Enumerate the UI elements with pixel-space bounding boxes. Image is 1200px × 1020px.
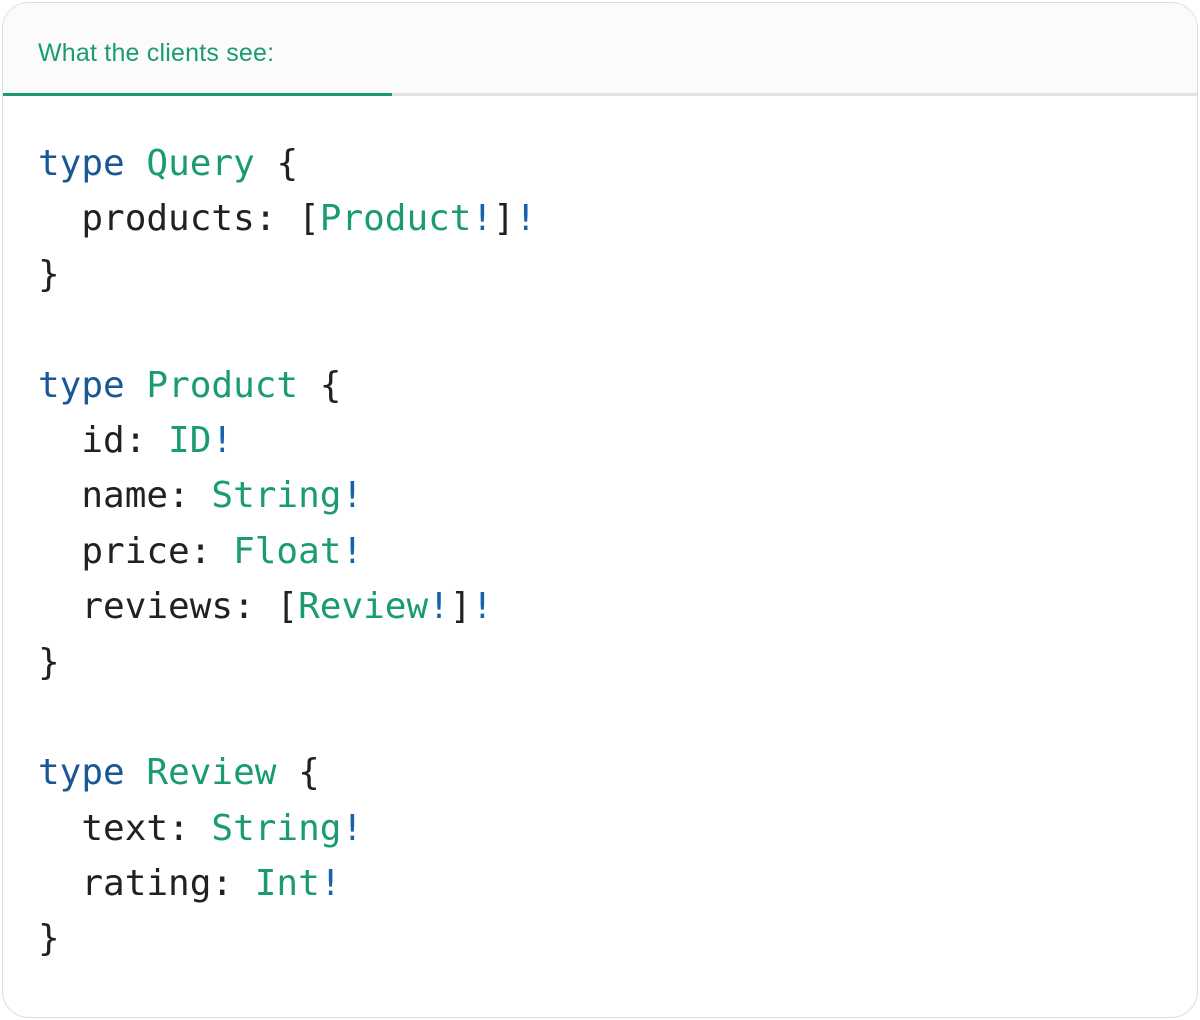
tab-bar: What the clients see: (3, 3, 1197, 96)
code-line: type Product { (38, 364, 342, 406)
code-line: } (38, 253, 60, 295)
code-block: type Query { products: [Product!]!} type… (3, 96, 1197, 1007)
code-line: products: [Product!]! (38, 198, 537, 240)
code-line: id: ID! (38, 419, 234, 461)
code-line: type Review { (38, 752, 320, 794)
code-line: text: String! (38, 807, 364, 849)
code-line: type Query { (38, 143, 299, 184)
tab-what-clients-see[interactable]: What the clients see: (3, 3, 392, 96)
code-line (38, 690, 1177, 745)
tab-label: What the clients see: (38, 38, 275, 67)
code-line: price: Float! (38, 530, 364, 572)
code-line: name: String! (38, 475, 364, 517)
code-line (38, 302, 1177, 357)
code-line: reviews: [Review!]! (38, 586, 494, 628)
code-line: rating: Int! (38, 863, 342, 905)
code-line: } (38, 918, 60, 960)
code-line: } (38, 641, 60, 683)
